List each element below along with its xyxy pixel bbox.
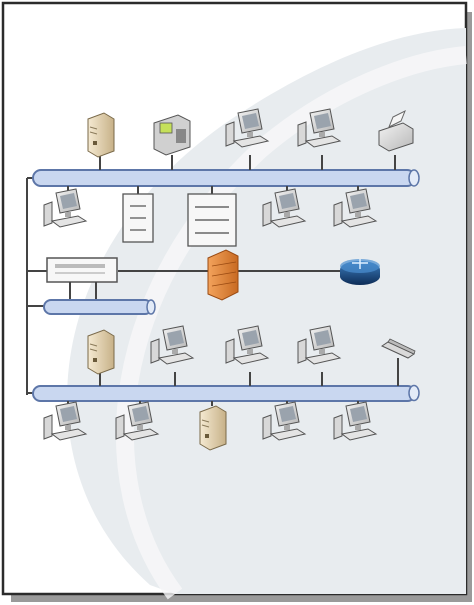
workstation-icon[interactable]: [297, 108, 342, 148]
server-icon[interactable]: [87, 112, 115, 158]
workstation-icon[interactable]: [225, 325, 270, 365]
workstation-icon[interactable]: [297, 325, 342, 365]
server-icon[interactable]: [87, 329, 115, 375]
workstation-icon[interactable]: [43, 401, 88, 441]
workstation-icon[interactable]: [225, 108, 270, 148]
router-device[interactable]: [340, 259, 380, 285]
switch-device[interactable]: [46, 257, 118, 300]
workstation-icon[interactable]: [262, 188, 307, 228]
storage-rack-small[interactable]: [122, 193, 154, 243]
scanner-icon[interactable]: [380, 338, 416, 359]
workstation-icon[interactable]: [333, 188, 378, 228]
server-icon[interactable]: [199, 405, 227, 451]
firewall-device[interactable]: [207, 249, 239, 301]
backbone-bottom: [32, 384, 420, 402]
workstation-icon[interactable]: [333, 401, 378, 441]
storage-rack-large[interactable]: [187, 193, 237, 247]
printer-icon[interactable]: [378, 109, 414, 152]
workstation-icon[interactable]: [262, 401, 307, 441]
workstation-icon[interactable]: [43, 188, 88, 228]
backbone-middle: [43, 299, 156, 315]
devices-layer: [43, 108, 416, 451]
workstation-icon[interactable]: [150, 325, 195, 365]
workstation-icon[interactable]: [115, 401, 160, 441]
mainframe-icon[interactable]: [153, 114, 191, 156]
backbone-top: [32, 169, 420, 187]
